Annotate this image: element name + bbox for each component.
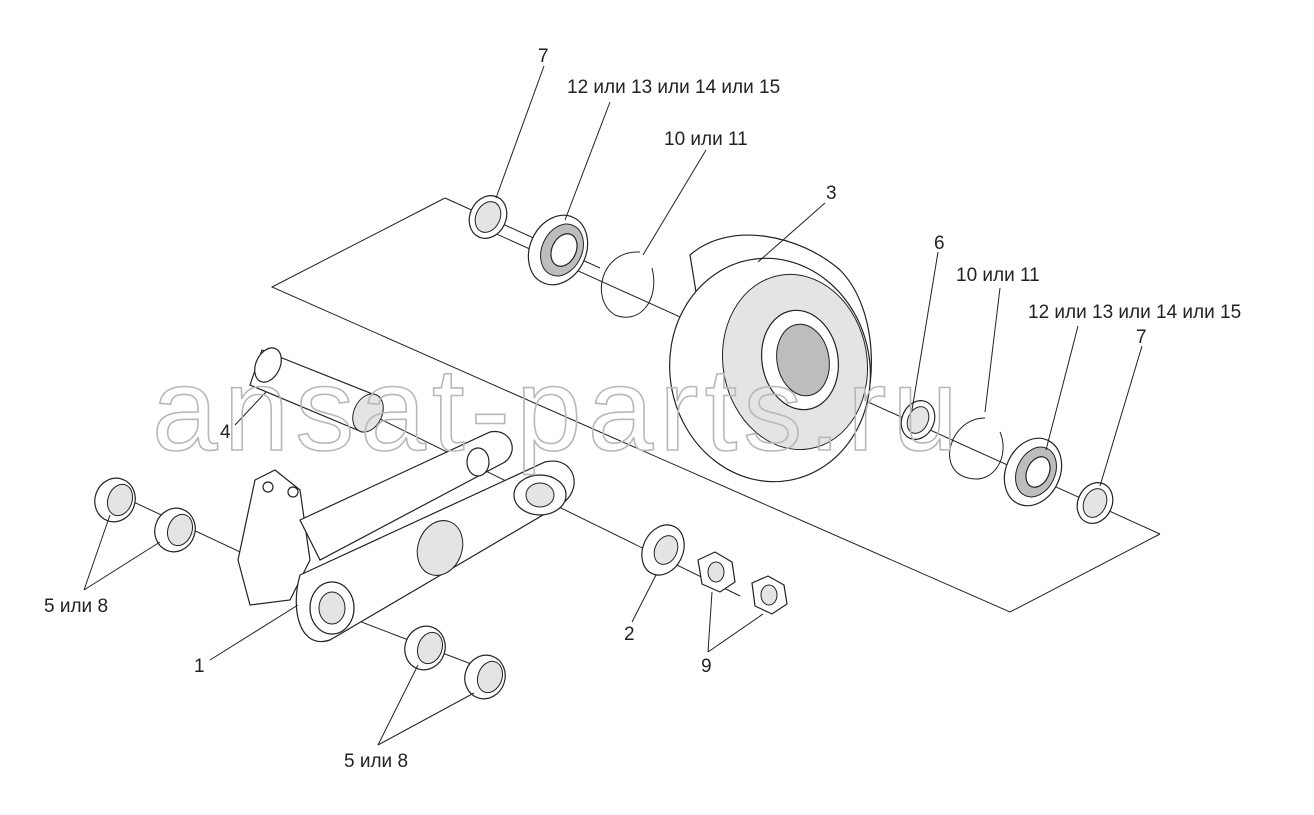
label-5-left: 5 или 8 [44,596,108,617]
roller-3 [669,234,872,483]
label-1: 1 [194,656,205,677]
nuts-9 [697,551,788,615]
leader-lines [83,65,1143,746]
label-4: 4 [220,422,231,443]
label-12-top: 12 или 13 или 14 или 15 [567,77,780,98]
bushing-6 [900,400,936,440]
label-10-top: 10 или 11 [664,129,748,150]
snap-ring-10-right [949,417,1004,480]
axle-4 [249,347,384,433]
label-3: 3 [826,183,837,204]
arm-1 [237,431,575,643]
label-6: 6 [934,233,945,254]
snap-ring-10-top [600,251,655,318]
label-9: 9 [701,656,712,677]
bearing-12-top [527,214,589,286]
label-12-right: 12 или 13 или 14 или 15 [1028,302,1241,323]
label-7-top: 7 [538,46,549,67]
washer-2 [641,524,685,576]
label-5-bottom: 5 или 8 [344,751,408,772]
label-10-right: 10 или 11 [956,265,1040,286]
label-2: 2 [624,624,635,645]
watermark-text: ansat-parts.ru [152,344,964,476]
bearing-12-right [1003,437,1063,507]
label-7-right: 7 [1136,327,1147,348]
bushing-7-top [468,195,508,239]
bushing-7-right [1076,482,1114,524]
bushings-5-left [94,477,196,553]
bushings-5-bottom [404,625,506,700]
